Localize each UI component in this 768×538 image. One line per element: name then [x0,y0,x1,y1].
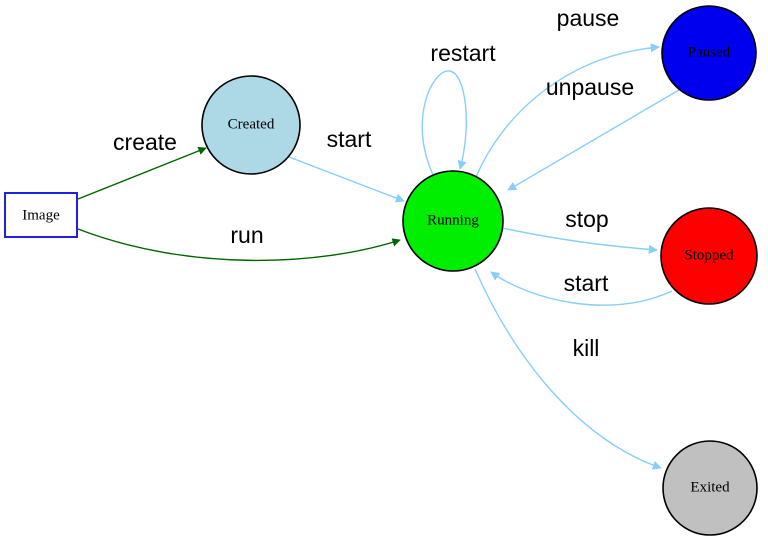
node-exited[interactable]: Exited [662,440,758,536]
edges-layer [77,43,680,470]
edge-start-stopped-hitarea[interactable] [491,272,672,305]
edge-stop-path [501,227,658,254]
edge-start-created[interactable] [288,156,405,203]
edge-stop-hitarea[interactable] [502,228,657,250]
edge-restart-hitarea[interactable] [422,71,466,175]
edge-start-stopped[interactable] [490,271,673,306]
edge-run-hitarea[interactable] [78,229,400,260]
node-stopped-shape[interactable] [660,207,758,305]
edge-label-create: create [113,129,177,155]
edge-start-created-path [288,156,405,203]
edge-run[interactable] [77,228,401,262]
edge-label-restart: restart [430,40,496,66]
edge-pause[interactable] [475,43,660,178]
edge-restart[interactable] [421,70,467,176]
edge-label-start-created: start [327,126,372,152]
edge-label-kill: kill [573,335,600,361]
edge-unpause[interactable] [507,89,680,191]
node-created-shape[interactable] [201,75,301,175]
edge-start-created-hitarea[interactable] [289,157,404,201]
edge-stop[interactable] [501,227,658,254]
edge-start-stopped-path [490,271,673,306]
edge-unpause-path [507,89,680,191]
edge-label-pause: pause [557,5,620,31]
edge-run-path [77,228,401,262]
edge-pause-path [475,43,660,178]
edge-restart-path [421,70,467,176]
edge-create[interactable] [77,146,207,200]
node-running[interactable]: Running [402,170,504,272]
node-stopped[interactable]: Stopped [660,207,758,305]
node-image-shape[interactable] [4,192,78,238]
edge-kill[interactable] [474,268,662,470]
edge-create-path [77,146,207,200]
node-created[interactable]: Created [201,75,301,175]
node-running-shape[interactable] [402,170,504,272]
node-paused[interactable]: Paused [661,5,757,101]
node-exited-shape[interactable] [662,440,758,536]
edge-label-stop: stop [565,206,608,232]
node-image[interactable]: Image [4,192,78,238]
edge-kill-path [474,268,662,470]
node-paused-shape[interactable] [661,5,757,101]
edge-create-hitarea[interactable] [78,148,206,199]
